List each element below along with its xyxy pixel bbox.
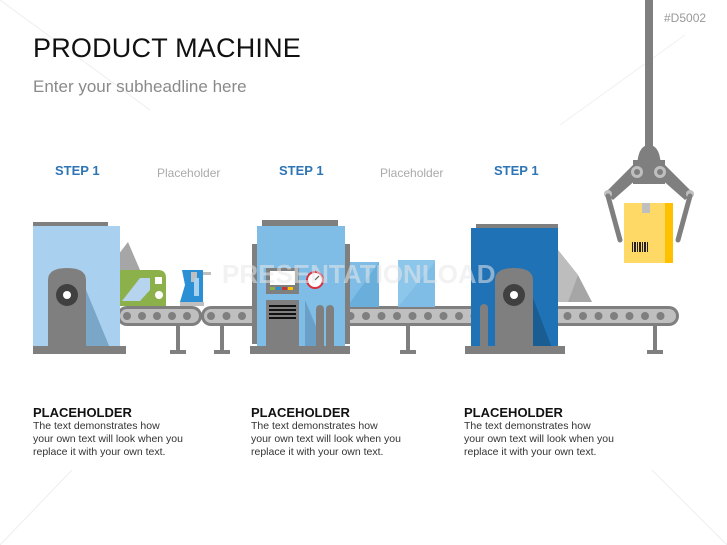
package-box-icon	[624, 203, 673, 263]
machine-2	[250, 220, 435, 354]
crane-claw-icon	[604, 0, 694, 243]
belt-roller	[625, 312, 634, 320]
sewing-machine-icon	[120, 270, 166, 306]
step-label-2: STEP 1	[279, 163, 324, 178]
step-placeholder-1: Placeholder	[157, 166, 221, 180]
text-block-line: your own text will look when you	[251, 433, 401, 445]
belt-roller	[439, 312, 448, 320]
text-block-1: PLACEHOLDER The text demonstrates how yo…	[33, 405, 218, 459]
text-block-line: The text demonstrates how	[251, 420, 378, 432]
text-block-line: your own text will look when you	[33, 433, 183, 445]
belt-roller	[362, 312, 370, 320]
page-subtitle: Enter your subheadline here	[33, 77, 247, 96]
text-block-heading: PLACEHOLDER	[464, 405, 563, 420]
belt-roller	[207, 312, 215, 320]
machine-1	[33, 222, 140, 354]
belt-roller	[563, 312, 572, 320]
watermark: PRESENTATIONLOAD	[222, 259, 495, 289]
belt-roller	[408, 312, 417, 320]
pressure-gauge-icon	[306, 271, 324, 289]
step-label-3: STEP 1	[494, 163, 539, 178]
belt-roller	[393, 312, 401, 320]
page-title: PRODUCT MACHINE	[33, 33, 302, 63]
belt-roller	[424, 312, 432, 320]
belt-roller	[222, 312, 231, 320]
kettle-icon	[180, 270, 211, 306]
belt-roller	[238, 312, 246, 320]
belt-roller	[377, 312, 386, 320]
text-block-heading: PLACEHOLDER	[251, 405, 350, 420]
text-block-heading: PLACEHOLDER	[33, 405, 132, 420]
step-label-1: STEP 1	[55, 163, 100, 178]
step-placeholder-2: Placeholder	[380, 166, 444, 180]
text-block-line: replace it with your own text.	[251, 446, 384, 458]
text-block-line: The text demonstrates how	[464, 420, 591, 432]
text-block-line: replace it with your own text.	[33, 446, 166, 458]
text-block-line: replace it with your own text.	[464, 446, 597, 458]
slide-code: #D5002	[664, 11, 707, 25]
text-block-3: PLACEHOLDER The text demonstrates how yo…	[464, 405, 649, 459]
conveyor-belt-1	[117, 306, 202, 354]
belt-roller	[455, 312, 463, 320]
belt-roller	[641, 312, 649, 320]
belt-roller	[610, 312, 618, 320]
belt-roller	[579, 312, 587, 320]
machine-3	[465, 224, 592, 354]
belt-roller	[656, 312, 665, 320]
text-block-2: PLACEHOLDER The text demonstrates how yo…	[251, 405, 436, 459]
belt-roller	[594, 312, 603, 320]
text-block-line: The text demonstrates how	[33, 420, 160, 432]
text-block-line: your own text will look when you	[464, 433, 614, 445]
